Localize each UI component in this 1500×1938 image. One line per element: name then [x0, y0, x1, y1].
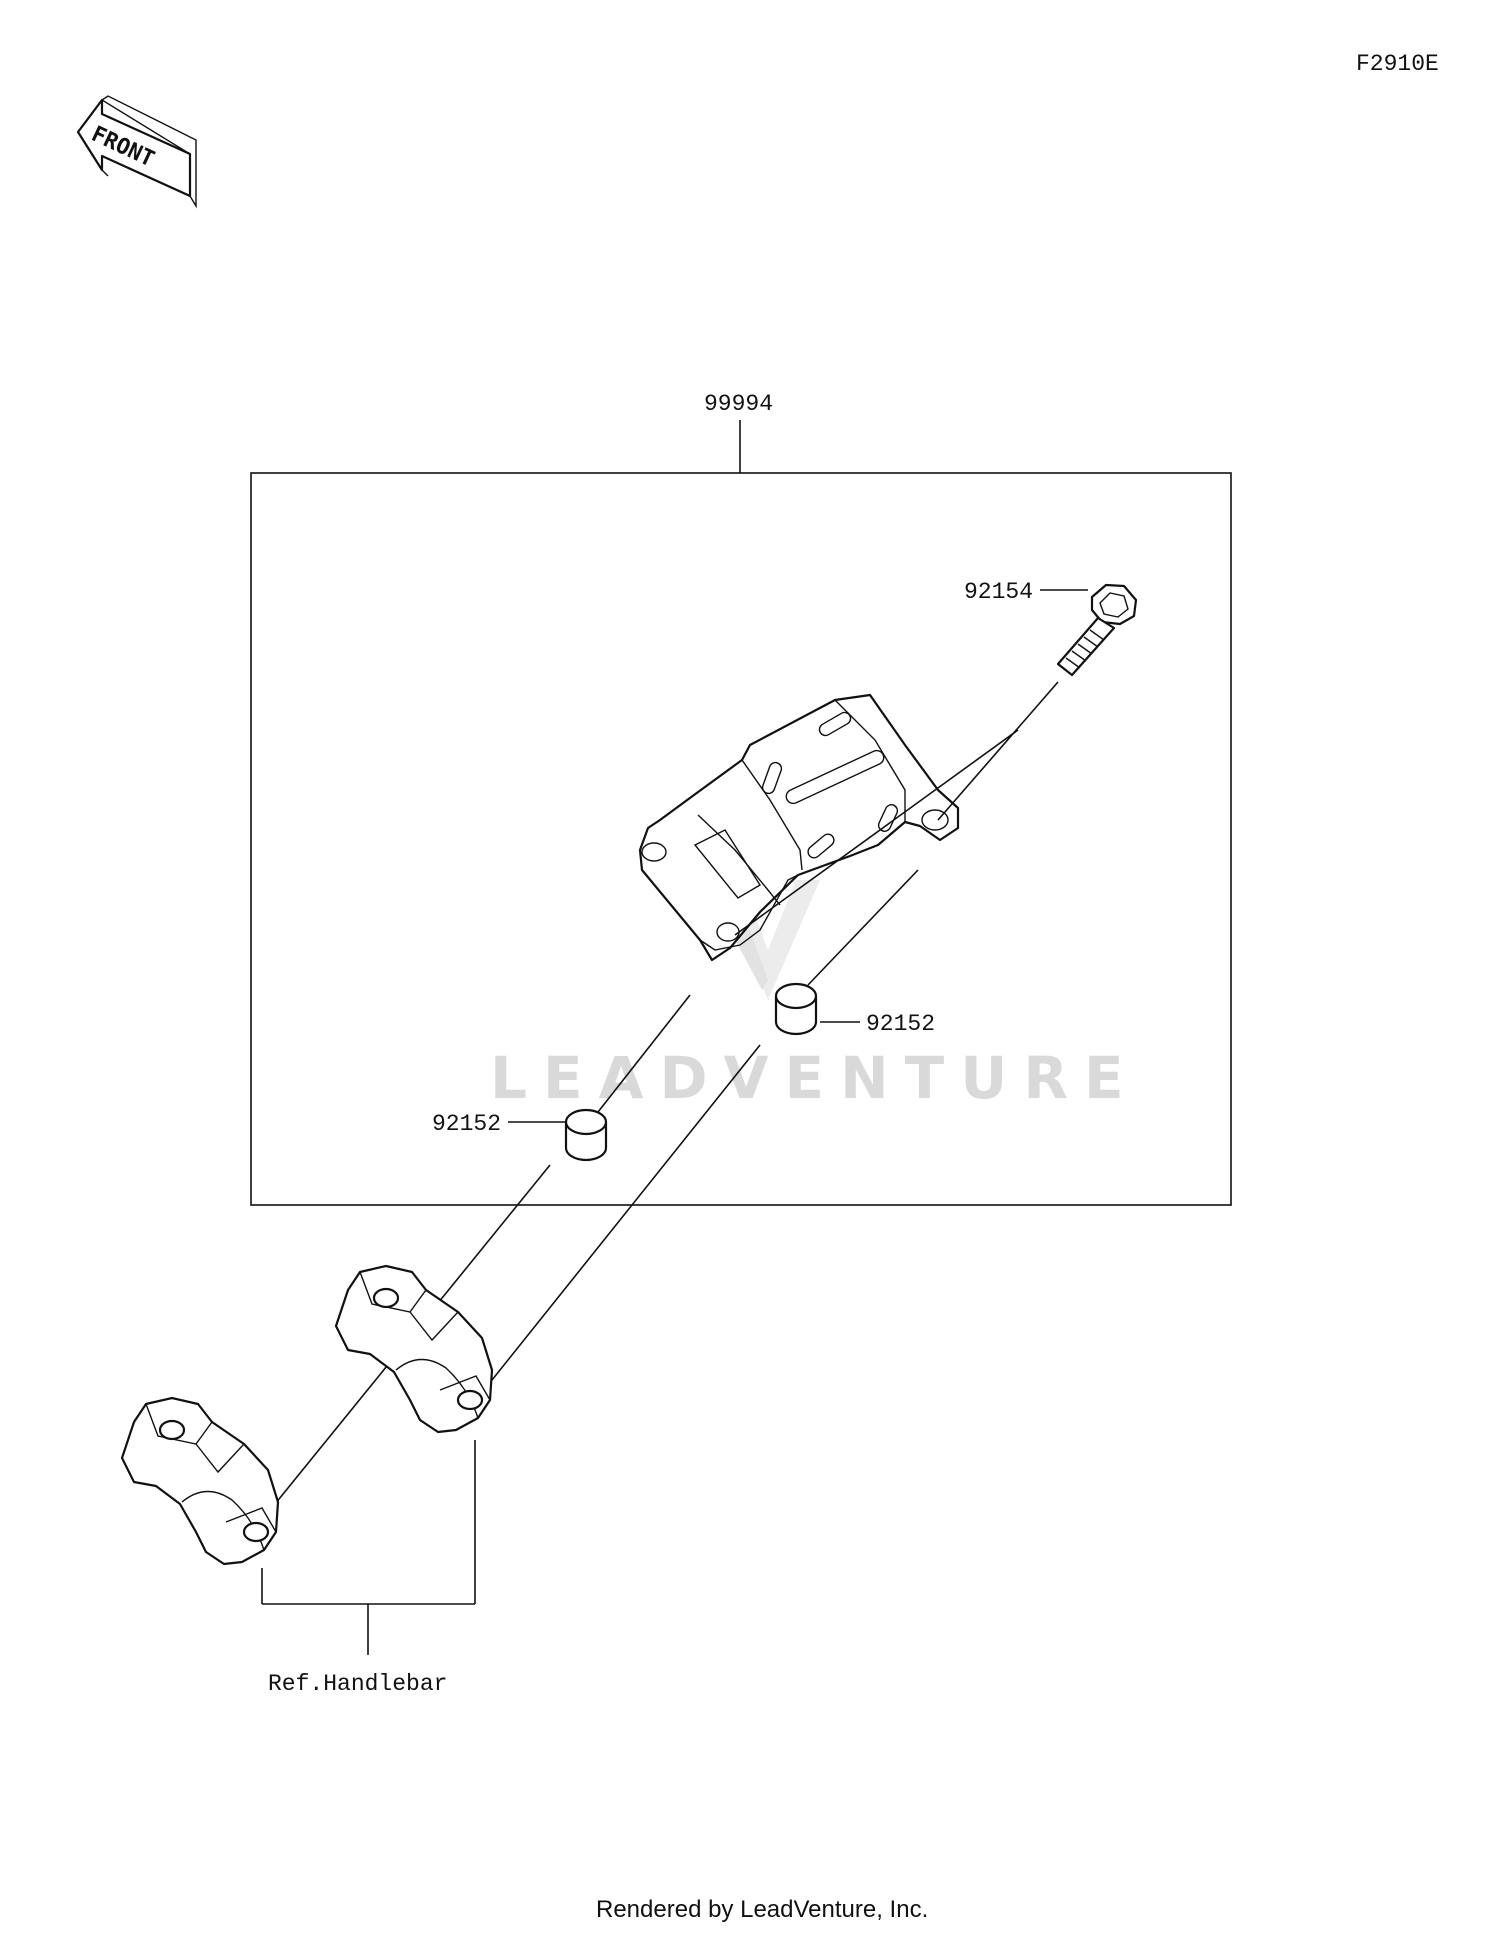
spacer-left-part — [564, 1108, 608, 1162]
footer-credit: Rendered by LeadVenture, Inc. — [596, 1896, 928, 1923]
callout-99994: 99994 — [704, 391, 773, 417]
watermark-text: LEADVENTURE — [490, 1044, 1140, 1112]
kit-box — [250, 472, 1232, 1206]
bracket-part — [638, 693, 960, 962]
handlebar-clamp-upper — [334, 1264, 494, 1434]
handlebar-clamp-lower — [120, 1396, 280, 1566]
callout-92152-left: 92152 — [432, 1111, 501, 1137]
bolt-part — [1056, 583, 1138, 677]
callout-92152-right: 92152 — [866, 1011, 935, 1037]
callout-ref-handlebar: Ref.Handlebar — [268, 1671, 447, 1697]
spacer-right-part — [774, 982, 818, 1036]
front-arrow-icon: FRONT — [76, 95, 197, 209]
diagram-id: F2910E — [1356, 51, 1439, 77]
callout-92154: 92154 — [964, 579, 1033, 605]
